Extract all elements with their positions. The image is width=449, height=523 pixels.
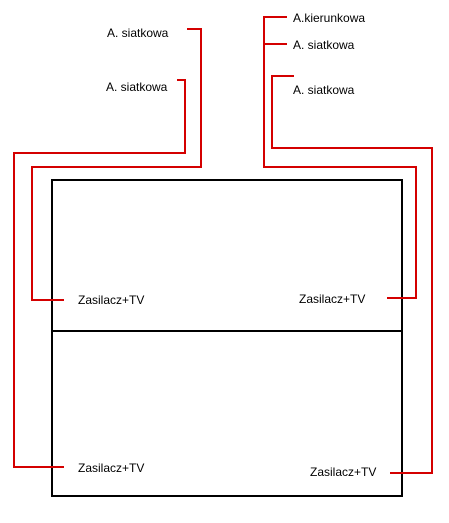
cables: [13, 16, 433, 474]
antenna-label: A. siatkowa: [293, 83, 355, 97]
cable-antenna-5: [271, 75, 433, 474]
outlet-label: Zasilacz+TV: [78, 293, 144, 307]
building-outline: [51, 179, 403, 497]
antenna-labels: A. siatkowa A. siatkowa A.kierunkowa A. …: [106, 11, 365, 97]
antenna-label: A. siatkowa: [293, 38, 355, 52]
outlet-label: Zasilacz+TV: [310, 465, 376, 479]
cable-antenna-3-4: [263, 16, 417, 299]
cable-antenna-2: [13, 79, 186, 468]
antenna-label: A. siatkowa: [107, 26, 169, 40]
cable-antenna-1: [31, 28, 202, 301]
outlet-labels: Zasilacz+TV Zasilacz+TV Zasilacz+TV Zasi…: [78, 292, 376, 479]
outlet-label: Zasilacz+TV: [299, 292, 365, 306]
outlet-label: Zasilacz+TV: [78, 461, 144, 475]
antenna-label: A. siatkowa: [106, 80, 168, 94]
antenna-label: A.kierunkowa: [293, 11, 365, 25]
building: [51, 179, 403, 497]
